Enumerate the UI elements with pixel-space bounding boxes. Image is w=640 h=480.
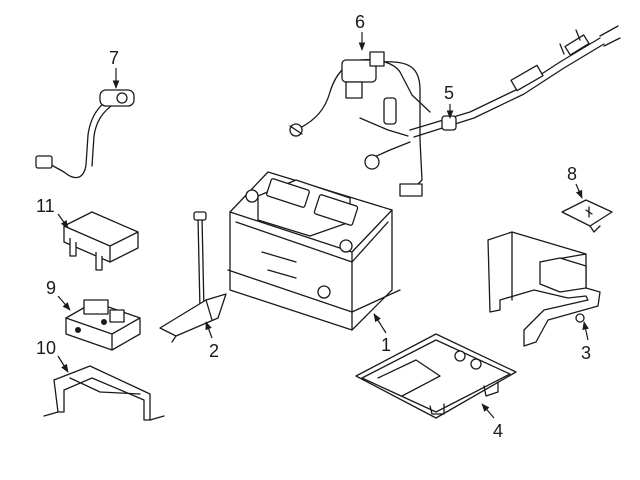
cable-harness-drawing — [289, 25, 621, 197]
callout-9: 9 — [46, 278, 56, 298]
fuse-box-drawing — [65, 299, 141, 351]
sensor-drawing — [35, 89, 135, 179]
callout-1: 1 — [381, 335, 391, 355]
callout-leaders — [57, 32, 589, 419]
callout-11: 11 — [36, 196, 55, 216]
callout-8: 8 — [567, 164, 577, 184]
bracket-drawing — [487, 231, 601, 347]
cover-drawing — [63, 211, 139, 271]
callout-2: 2 — [209, 341, 219, 361]
callout-4: 4 — [493, 421, 503, 441]
callout-6: 6 — [355, 12, 365, 32]
callout-7: 7 — [109, 48, 119, 68]
callout-3: 3 — [581, 343, 591, 363]
callout-10: 10 — [36, 338, 56, 358]
tray-drawing — [355, 333, 517, 419]
mount-bracket-drawing — [43, 365, 165, 421]
terminal-cover-drawing — [561, 199, 613, 233]
hold-down-drawing — [159, 211, 227, 343]
battery-drawing — [227, 171, 401, 331]
callout-5: 5 — [444, 83, 454, 103]
callout-numbers: 1 2 3 4 5 6 7 8 9 10 11 — [36, 12, 591, 441]
